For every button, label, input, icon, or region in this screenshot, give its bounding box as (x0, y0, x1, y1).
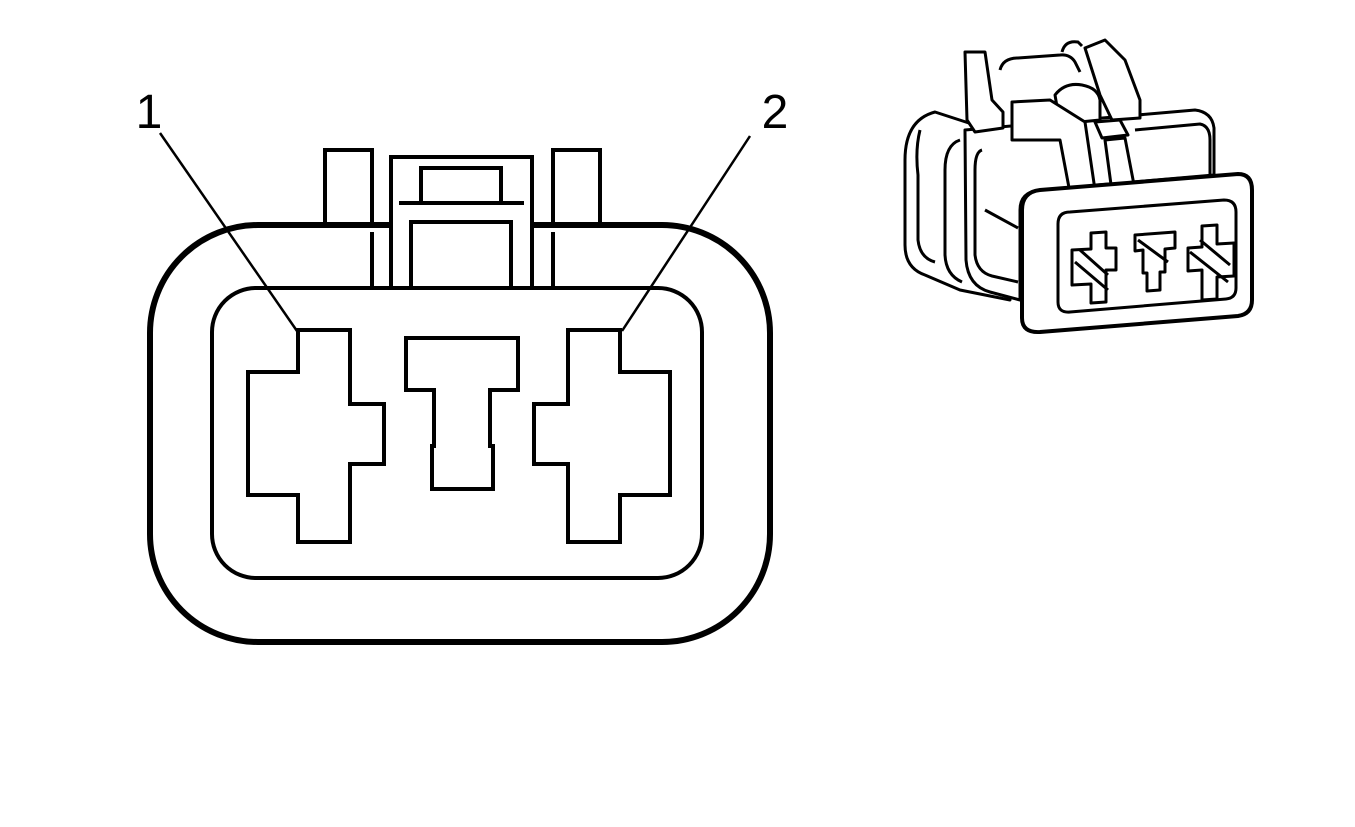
connector-front-view (147, 148, 773, 645)
pin-label-2: 2 (762, 86, 789, 139)
iso-latch-window (1093, 118, 1130, 140)
callout-leader-2 (620, 135, 752, 332)
terminal-cavity-2 (532, 328, 672, 544)
pin-label-1: 1 (136, 86, 163, 139)
connector-latch-overlay (370, 155, 555, 292)
terminal-cavity-center (404, 336, 520, 491)
iso-rear-edge-inner (943, 138, 963, 284)
terminal-cavity-1 (246, 328, 386, 544)
connector-isometric-view (903, 38, 1254, 335)
iso-top-tab-left (963, 50, 1005, 134)
iso-terminal-cavity-2 (1186, 223, 1236, 302)
iso-top-tab-right (1083, 38, 1142, 122)
iso-terminal-cavity-1 (1070, 230, 1118, 305)
callout-leader-1 (158, 132, 299, 332)
callout-leaders (158, 132, 752, 332)
iso-rear-edge (915, 129, 936, 264)
iso-middle-window (973, 148, 1019, 284)
